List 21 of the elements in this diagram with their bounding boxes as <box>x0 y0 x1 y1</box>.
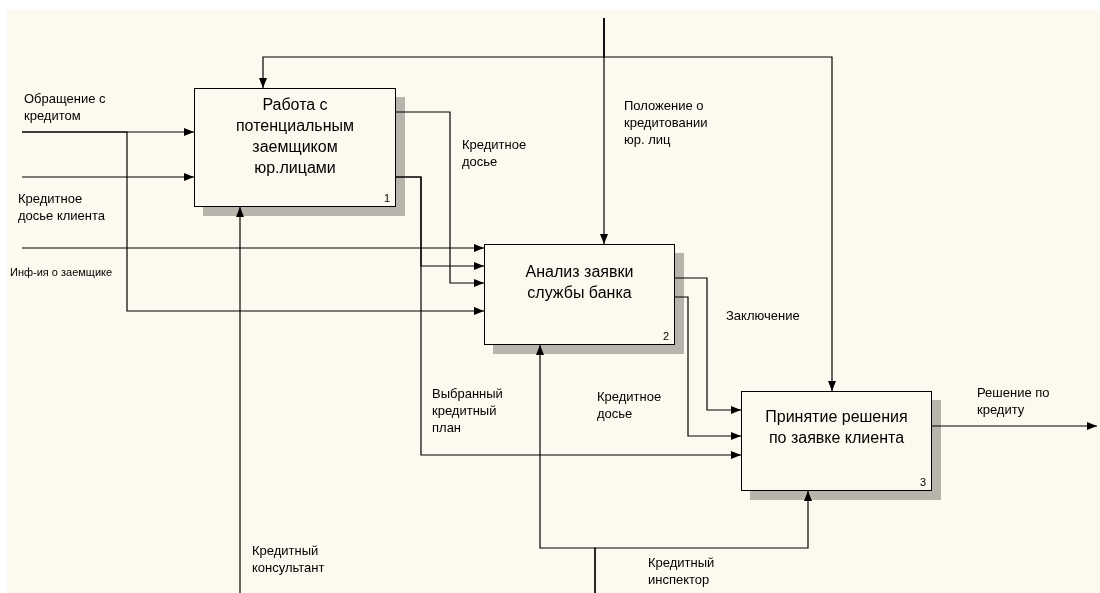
box-number: 1 <box>383 192 390 204</box>
arrow <box>21 244 485 252</box>
process-box <box>484 244 675 345</box>
arrow <box>603 17 836 392</box>
process-box <box>194 88 396 207</box>
edge-label: Инф-ия о заемщике <box>10 264 113 281</box>
process-title: Анализ заявки службы банка <box>524 262 635 303</box>
arrow <box>674 277 742 414</box>
arrow <box>931 422 1098 430</box>
process-title: Принятие решения по заявке клиента <box>764 407 909 448</box>
arrow <box>21 131 485 315</box>
arrow <box>21 173 195 181</box>
process-title: Работа с потенциальным заемщиком юр.лицами <box>234 95 356 178</box>
arrow <box>236 206 244 593</box>
arrow <box>674 296 742 440</box>
box-number: 3 <box>919 476 926 488</box>
arrow <box>395 111 485 287</box>
process-box <box>741 391 932 491</box>
arrow <box>594 490 812 593</box>
box-number: 2 <box>662 330 669 342</box>
arrow <box>395 176 742 459</box>
